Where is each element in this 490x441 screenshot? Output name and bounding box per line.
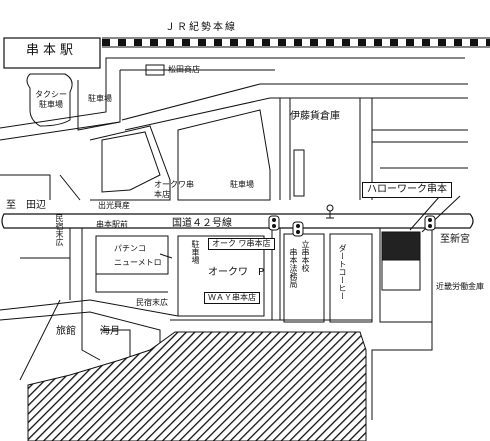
to-shingu-label: 至新宮 (440, 234, 470, 245)
idemitsu-label: 出光興産 (98, 201, 130, 210)
kaigetsu-label: 海月 (100, 326, 120, 337)
taxi-parking-label: タクシー駐車場 (35, 90, 67, 109)
lower-roads (0, 228, 433, 420)
kushimoto-legal-label: 串本法務局 (289, 248, 298, 288)
route-42-label: 国道４２号線 (172, 218, 232, 229)
ito-warehouse-label: 伊藤貨倉庫 (290, 111, 340, 122)
way-kushimoto-label: ＷＡＹ串本店 (204, 292, 260, 304)
matsuda-shop-label: 松田商店 (168, 65, 200, 74)
traffic-light-icon (268, 215, 280, 231)
okuwa-box-label: オーク ワ串本店 (208, 238, 275, 250)
dart-coffee-label: ダートコーヒー (338, 244, 347, 300)
route-42 (1, 213, 474, 229)
station-building (3, 37, 101, 69)
traffic-light-icon (424, 215, 436, 231)
parking-vertical-label: 駐車場 (191, 240, 200, 264)
kushimoto-ekimae-label: 串本駅前 (96, 220, 128, 229)
okuwa-p-label: オークワ P (208, 267, 265, 278)
to-tanabe-label: 至 田辺 (6, 200, 46, 211)
traffic-light-icon (292, 221, 304, 237)
minshuku-suehiro-label: 民宿末広 (136, 298, 168, 307)
hello-work-label: ハローワーク串本 (362, 182, 452, 198)
ryokan-label: 旅館 (56, 326, 76, 337)
okuwa-upper-label: オークワ串本店 (154, 180, 194, 199)
road-network (0, 57, 468, 201)
railway-line (102, 37, 490, 48)
pachinko-label: パチンコ (114, 244, 146, 253)
parking-center-label: 駐車場 (230, 180, 254, 189)
station-label: 串本駅 (26, 43, 78, 58)
parking-left-label: 駐車場 (88, 94, 112, 103)
railway-label: ＪＲ紀勢本線 (165, 22, 237, 33)
new-metro-label: ニューメトロ (114, 258, 162, 267)
kinki-bank-building (381, 259, 421, 291)
minshuku-suehiro-vertical-label: 民宿末広 (55, 214, 64, 246)
kushimoto-school-label: 立串本校 (301, 240, 310, 272)
post-office-icon (326, 204, 334, 219)
kinki-labor-bank-label: 近畿労働金庫 (436, 282, 484, 291)
hello-work-building (381, 231, 421, 261)
sea-hatched-area (27, 331, 367, 441)
